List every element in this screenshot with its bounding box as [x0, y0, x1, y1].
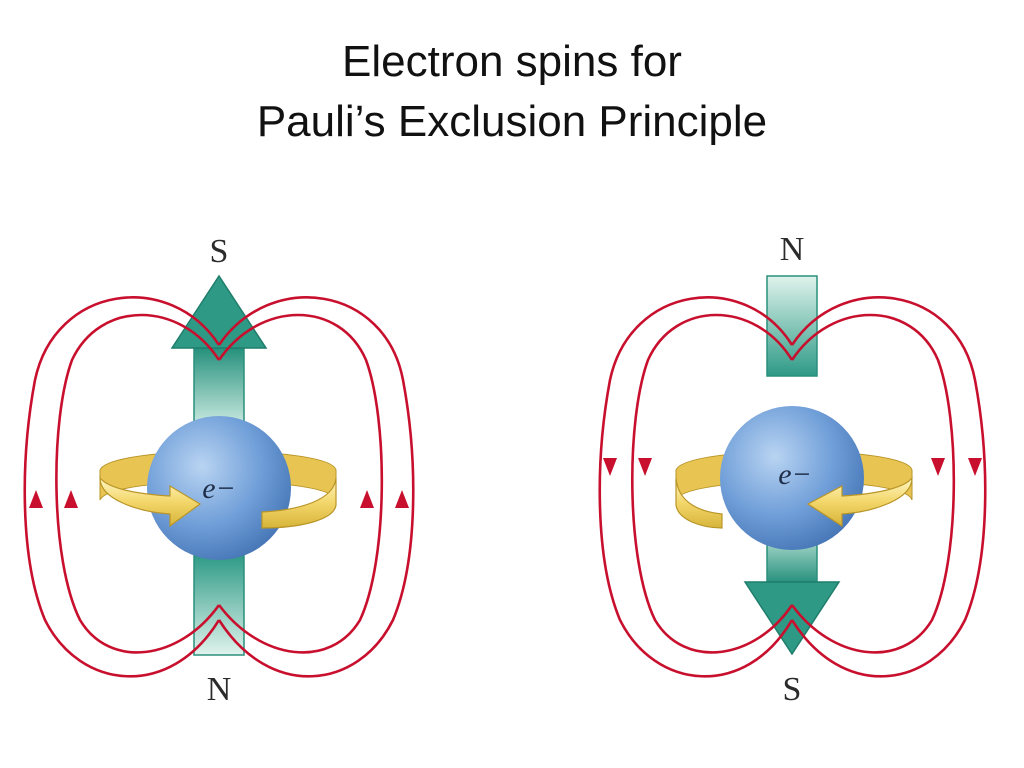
field-arrow-up-icon	[360, 490, 374, 508]
field-arrow-down-icon	[968, 458, 982, 476]
spin-arrow-up-icon	[170, 274, 268, 656]
pole-label-top: N	[780, 231, 805, 268]
field-arrow-up-icon	[29, 490, 43, 508]
pole-label-bottom: S	[783, 671, 802, 708]
rotation-arrow-icon	[99, 476, 337, 529]
diagram-left: e− S N	[23, 233, 415, 708]
title-line-1: Electron spins for	[342, 37, 682, 86]
electron-sphere	[147, 416, 291, 560]
field-arrow-up-icon	[395, 490, 409, 508]
diagram-right: e− N S	[598, 231, 987, 708]
slide-title: Electron spins for Pauli’s Exclusion Pri…	[0, 32, 1024, 152]
pole-label-top: S	[210, 233, 229, 270]
electron-label: e−	[778, 458, 812, 491]
magnetic-field-lines-right	[598, 296, 987, 678]
rotation-arrow-icon	[675, 476, 913, 529]
field-arrow-up-icon	[64, 490, 78, 508]
magnetic-field-lines-left	[23, 296, 415, 678]
electron-label: e−	[202, 472, 236, 505]
field-arrow-down-icon	[931, 458, 945, 476]
title-line-2: Pauli’s Exclusion Principle	[256, 97, 768, 146]
pole-label-bottom: N	[207, 671, 232, 708]
field-arrow-down-icon	[638, 458, 652, 476]
field-arrow-down-icon	[603, 458, 617, 476]
